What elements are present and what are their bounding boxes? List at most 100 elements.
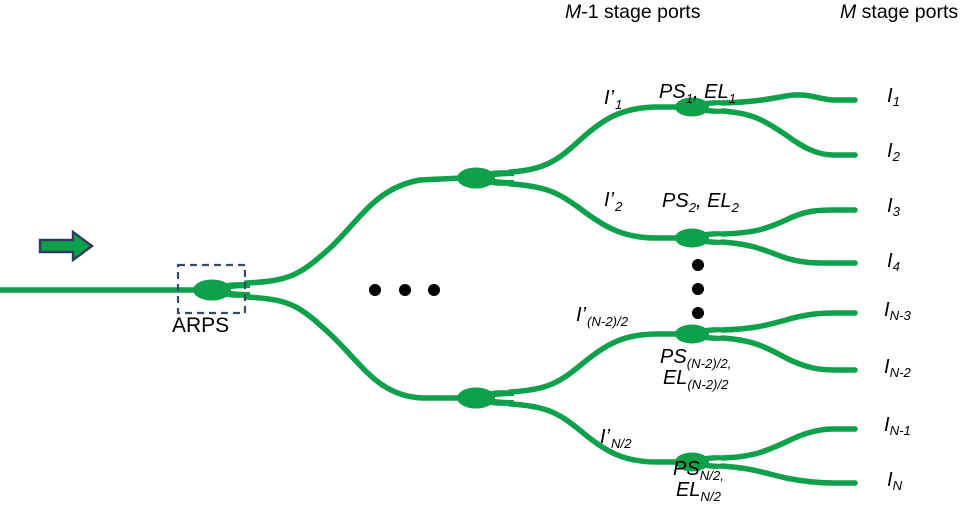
- input-direction-arrow: [38, 229, 95, 263]
- o6-sub: N-2: [889, 365, 911, 381]
- ps4-main: PS: [673, 458, 700, 480]
- out2-waveguide: [719, 108, 858, 158]
- ps1-sub: 1: [685, 90, 694, 106]
- o3-var: I: [887, 195, 893, 217]
- output-port-label-3: I3: [887, 195, 900, 220]
- header-stage-m-minus-1: M-1 stage ports: [565, 2, 700, 22]
- o7-var: I: [884, 414, 890, 436]
- el3-line: EL(N-2)/2: [660, 367, 731, 392]
- stageB-upper-branch: [507, 331, 679, 395]
- ps1-main: PS: [659, 81, 686, 103]
- output-port-label-2: I2: [887, 140, 900, 165]
- ps3-sub: (N-2)/2,: [686, 355, 732, 371]
- output-port-label-7: IN-1: [884, 414, 911, 439]
- ps3-line: PS(N-2)/2,: [660, 346, 732, 371]
- splitter-label-4: PSN/2, ELN/2: [673, 458, 724, 504]
- el4-main: EL: [675, 479, 701, 501]
- out7-waveguide: [719, 426, 858, 461]
- el4-sub: N/2: [700, 488, 721, 504]
- arps-dashed-box: [176, 263, 247, 315]
- o1-sub: 1: [892, 94, 900, 110]
- ip4-sub: N/2: [611, 435, 632, 451]
- splitter-stageM-2: [675, 228, 726, 248]
- ps3-main: PS: [660, 346, 687, 368]
- o4-sub: 4: [892, 259, 900, 275]
- out1-waveguide: [719, 92, 858, 106]
- ip3-sub: (N-2)/2: [587, 313, 629, 329]
- out4-waveguide: [719, 239, 858, 266]
- header-stage-m: M stage ports: [840, 2, 958, 22]
- el3-sub: (N-2)/2: [687, 376, 729, 392]
- ip1-var: I: [604, 87, 610, 109]
- splitter-stageM-1: [675, 97, 726, 117]
- o8-sub: N: [892, 478, 903, 494]
- ip1-prime: ’: [609, 87, 615, 109]
- o7-sub: N-1: [889, 423, 911, 439]
- out5-waveguide: [719, 310, 858, 333]
- o2-var: I: [887, 140, 893, 162]
- intermediate-port-label-2: I’2: [604, 189, 623, 214]
- ip4-var: I: [600, 426, 606, 448]
- out6-waveguide: [719, 335, 858, 373]
- out8-waveguide: [719, 463, 858, 486]
- output-port-label-4: I4: [887, 250, 900, 275]
- ip2-sub: 2: [615, 198, 623, 214]
- stage1-lower-branch: [243, 294, 465, 401]
- ip1-sub: 1: [615, 96, 623, 112]
- o4-var: I: [887, 250, 893, 272]
- o8-var: I: [887, 469, 893, 491]
- splitter-stageM-4: [675, 452, 726, 472]
- output-port-label-1: I1: [887, 85, 900, 110]
- el3-main: EL: [662, 367, 688, 389]
- splitter-arps: [193, 279, 250, 301]
- o3-sub: 3: [892, 204, 900, 220]
- splitter-junctions: [193, 97, 726, 472]
- el1-sub: 1: [728, 90, 736, 106]
- horizontal-ellipsis-dots: [369, 284, 440, 296]
- splitter-stageM-3: [675, 324, 726, 344]
- ip2-prime: ’: [609, 189, 615, 211]
- output-port-label-8: IN: [887, 469, 903, 494]
- output-port-label-5: IN-3: [884, 299, 911, 324]
- ps2-sep: ,: [696, 190, 708, 212]
- splitter-label-2: PS2, EL2: [662, 190, 739, 215]
- ps1-sep: ,: [693, 81, 705, 103]
- ip3-var: I: [576, 304, 582, 326]
- splitter-label-1: PS1, EL1: [659, 81, 736, 106]
- output-port-label-6: IN-2: [884, 356, 911, 381]
- stageB-lower-branch: [507, 401, 679, 465]
- intermediate-port-label-1: I’1: [604, 87, 623, 112]
- o2-sub: 2: [892, 149, 900, 165]
- intermediate-port-label-3: I’(N-2)/2: [576, 304, 629, 329]
- splitter-stage1-upper: [457, 167, 514, 189]
- intermediate-port-label-4: I’N/2: [600, 426, 632, 451]
- el2-main: EL: [707, 190, 732, 212]
- splitter-stage1-lower: [457, 387, 514, 409]
- o6-var: I: [884, 356, 890, 378]
- waveguide-paths: [0, 92, 858, 486]
- ps2-main: PS: [662, 190, 689, 212]
- header-m-rest: stage ports: [856, 1, 959, 23]
- ps2-sub: 2: [688, 199, 697, 215]
- header-m-minus-1-rest: -1 stage ports: [581, 1, 701, 23]
- el1-main: EL: [704, 81, 729, 103]
- o1-var: I: [887, 85, 893, 107]
- el2-sub: 2: [731, 199, 739, 215]
- ps4-line: PSN/2,: [673, 458, 724, 483]
- stage1-upper-branch: [243, 175, 465, 286]
- arps-label: ARPS: [172, 314, 230, 337]
- ip2-var: I: [604, 189, 610, 211]
- stageA-lower-branch: [507, 181, 679, 241]
- el4-line: ELN/2: [673, 479, 724, 504]
- o5-sub: N-3: [889, 308, 911, 324]
- header-m-minus-1-italic: M: [565, 1, 582, 23]
- ps4-sub: N/2,: [699, 467, 724, 483]
- o5-var: I: [884, 299, 890, 321]
- ip4-prime: ’: [605, 426, 611, 448]
- stageA-upper-branch: [507, 104, 679, 175]
- vertical-ellipsis-dots: [692, 259, 704, 319]
- header-m-italic: M: [840, 1, 857, 23]
- splitter-label-3: PS(N-2)/2, EL(N-2)/2: [660, 346, 732, 392]
